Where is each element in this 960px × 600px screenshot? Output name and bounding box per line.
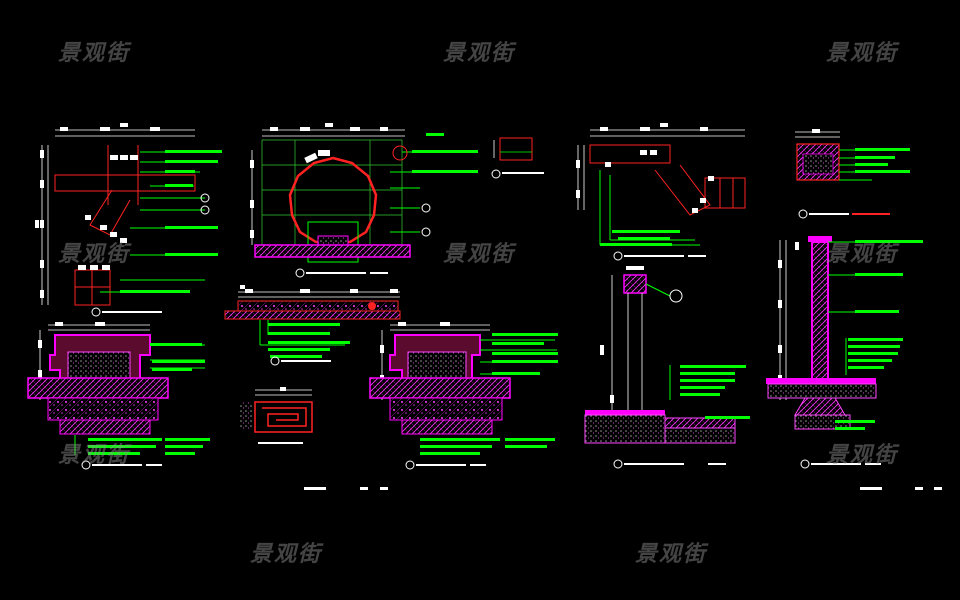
bench-plan-outline [54,145,196,306]
callout-circles [295,145,431,278]
wall-cap [808,236,832,242]
ground-band [254,244,411,258]
dimension-line [41,129,195,305]
dimension-ticks [250,123,388,238]
leader-bars [268,323,350,358]
dimension-line [577,129,745,210]
leader-bars [120,150,222,293]
detail-column-section [584,266,750,469]
leader-lines [390,151,478,233]
sheet-title-marks [304,487,942,490]
scale-bar [102,311,162,313]
scale-bar [306,272,366,274]
callout-circles [91,193,210,317]
leader-bars [855,148,910,173]
wall-body [811,241,829,383]
detail-elevation-moon-gate [250,123,478,278]
leader-bars [412,133,478,173]
bench-slats [78,155,138,270]
leader-bars [88,343,210,455]
leader-lines [100,151,222,293]
spiral-pattern [262,407,307,427]
moon-gate-arch [288,156,378,244]
bench-slats [605,150,714,213]
leader-bars [420,333,558,455]
leader-bars [835,240,923,430]
bench-plan-outline [589,144,746,216]
leader-lines [828,241,922,375]
spiral-frame [254,401,313,433]
detail-section-lower-middle [369,322,558,470]
detail-strip-section [224,285,401,366]
detail-plan-bench-right [576,123,746,261]
leader-bars [680,365,750,419]
detail-section-lower-left [27,322,210,470]
leader-lines [599,170,700,246]
wall-grid [261,139,403,246]
column-cap [623,274,647,294]
detail-plan-bench-curve [35,123,222,317]
arch-keystones [304,150,330,164]
dimension-ticks [35,123,160,298]
detail-spiral-paving [240,387,313,444]
scale-bar-end [370,272,388,274]
dimension-line [251,129,405,245]
leader-bars [600,230,680,246]
gate-base-detail [307,221,359,263]
leader-lines [480,339,557,375]
detail-small-profile-a [491,137,544,179]
detail-tall-wall-section [766,236,923,469]
dimension-ticks [576,123,708,198]
detail-wall-cap-section [795,129,910,219]
